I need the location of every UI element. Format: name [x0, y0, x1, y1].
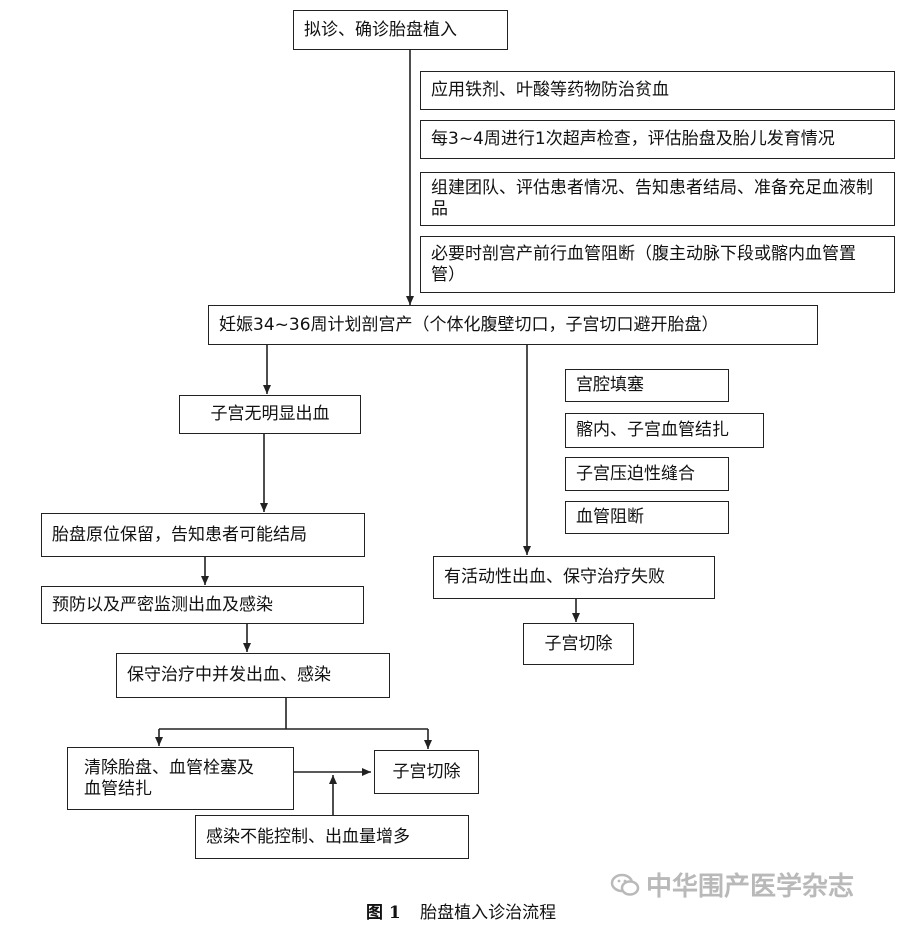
- node-ligation-label: 髂内、子宫血管结扎: [576, 420, 729, 440]
- figure-title: 胎盘植入诊治流程: [420, 903, 557, 923]
- node-uncontrolled: 感染不能控制、出血量增多: [195, 815, 469, 859]
- node-cesarean: 妊娠34~36周计划剖宫产（个体化腹壁切口，子宫切口避开胎盘）: [208, 305, 818, 345]
- node-hysterectomy-right: 子宫切除: [523, 623, 634, 665]
- wechat-icon: [610, 873, 640, 896]
- node-diagnose-label: 拟诊、确诊胎盘植入: [304, 19, 457, 40]
- node-active-bleeding-label: 有活动性出血、保守治疗失败: [444, 567, 665, 587]
- node-tamponade-label: 宫腔填塞: [576, 375, 644, 395]
- watermark: 中华围产医学杂志: [610, 866, 854, 903]
- node-block-label: 必要时剖宫产前行血管阻断（腹主动脉下段或髂内血管置管）: [431, 243, 856, 285]
- node-prevent: 预防以及严密监测出血及感染: [41, 586, 364, 624]
- node-vascular-block-label: 血管阻断: [576, 507, 644, 527]
- node-team-label: 组建团队、评估患者情况、告知患者结局、准备充足血液制品: [431, 178, 873, 219]
- node-hysterectomy-right-label: 子宫切除: [544, 633, 613, 654]
- node-retain: 胎盘原位保留，告知患者可能结局: [41, 513, 365, 557]
- node-removal: 清除胎盘、血管栓塞及血管结扎: [67, 747, 294, 810]
- node-removal-label: 清除胎盘、血管栓塞及血管结扎: [84, 757, 254, 799]
- node-hysterectomy-left-label: 子宫切除: [392, 761, 461, 782]
- node-hysterectomy-left: 子宫切除: [374, 750, 479, 794]
- node-ultrasound-label: 每3~4周进行1次超声检查，评估胎盘及胎儿发育情况: [431, 129, 835, 149]
- node-retain-label: 胎盘原位保留，告知患者可能结局: [52, 524, 307, 545]
- node-cesarean-label: 妊娠34~36周计划剖宫产（个体化腹壁切口，子宫切口避开胎盘）: [219, 314, 719, 335]
- node-prevent-label: 预防以及严密监测出血及感染: [52, 594, 273, 615]
- node-complication: 保守治疗中并发出血、感染: [116, 653, 390, 698]
- node-vascular-block: 血管阻断: [565, 501, 729, 534]
- node-iron: 应用铁剂、叶酸等药物防治贫血: [420, 71, 895, 110]
- node-complication-label: 保守治疗中并发出血、感染: [127, 665, 331, 685]
- node-tamponade: 宫腔填塞: [565, 369, 729, 402]
- node-compression: 子宫压迫性缝合: [565, 457, 729, 491]
- node-ultrasound: 每3~4周进行1次超声检查，评估胎盘及胎儿发育情况: [420, 120, 895, 159]
- node-block: 必要时剖宫产前行血管阻断（腹主动脉下段或髂内血管置管）: [420, 236, 895, 293]
- node-uncontrolled-label: 感染不能控制、出血量增多: [206, 826, 410, 847]
- watermark-text: 中华围产医学杂志: [646, 872, 855, 902]
- figure-number: 图 1: [366, 903, 401, 923]
- node-ligation: 髂内、子宫血管结扎: [565, 413, 764, 448]
- node-diagnose: 拟诊、确诊胎盘植入: [293, 10, 508, 50]
- node-team: 组建团队、评估患者情况、告知患者结局、准备充足血液制品: [420, 172, 895, 226]
- figure-caption: 图 1 胎盘植入诊治流程: [366, 898, 556, 923]
- node-iron-label: 应用铁剂、叶酸等药物防治贫血: [431, 80, 669, 100]
- node-no-bleeding: 子宫无明显出血: [179, 395, 361, 434]
- node-no-bleeding-label: 子宫无明显出血: [210, 404, 330, 424]
- node-active-bleeding: 有活动性出血、保守治疗失败: [433, 556, 715, 599]
- node-compression-label: 子宫压迫性缝合: [576, 463, 695, 484]
